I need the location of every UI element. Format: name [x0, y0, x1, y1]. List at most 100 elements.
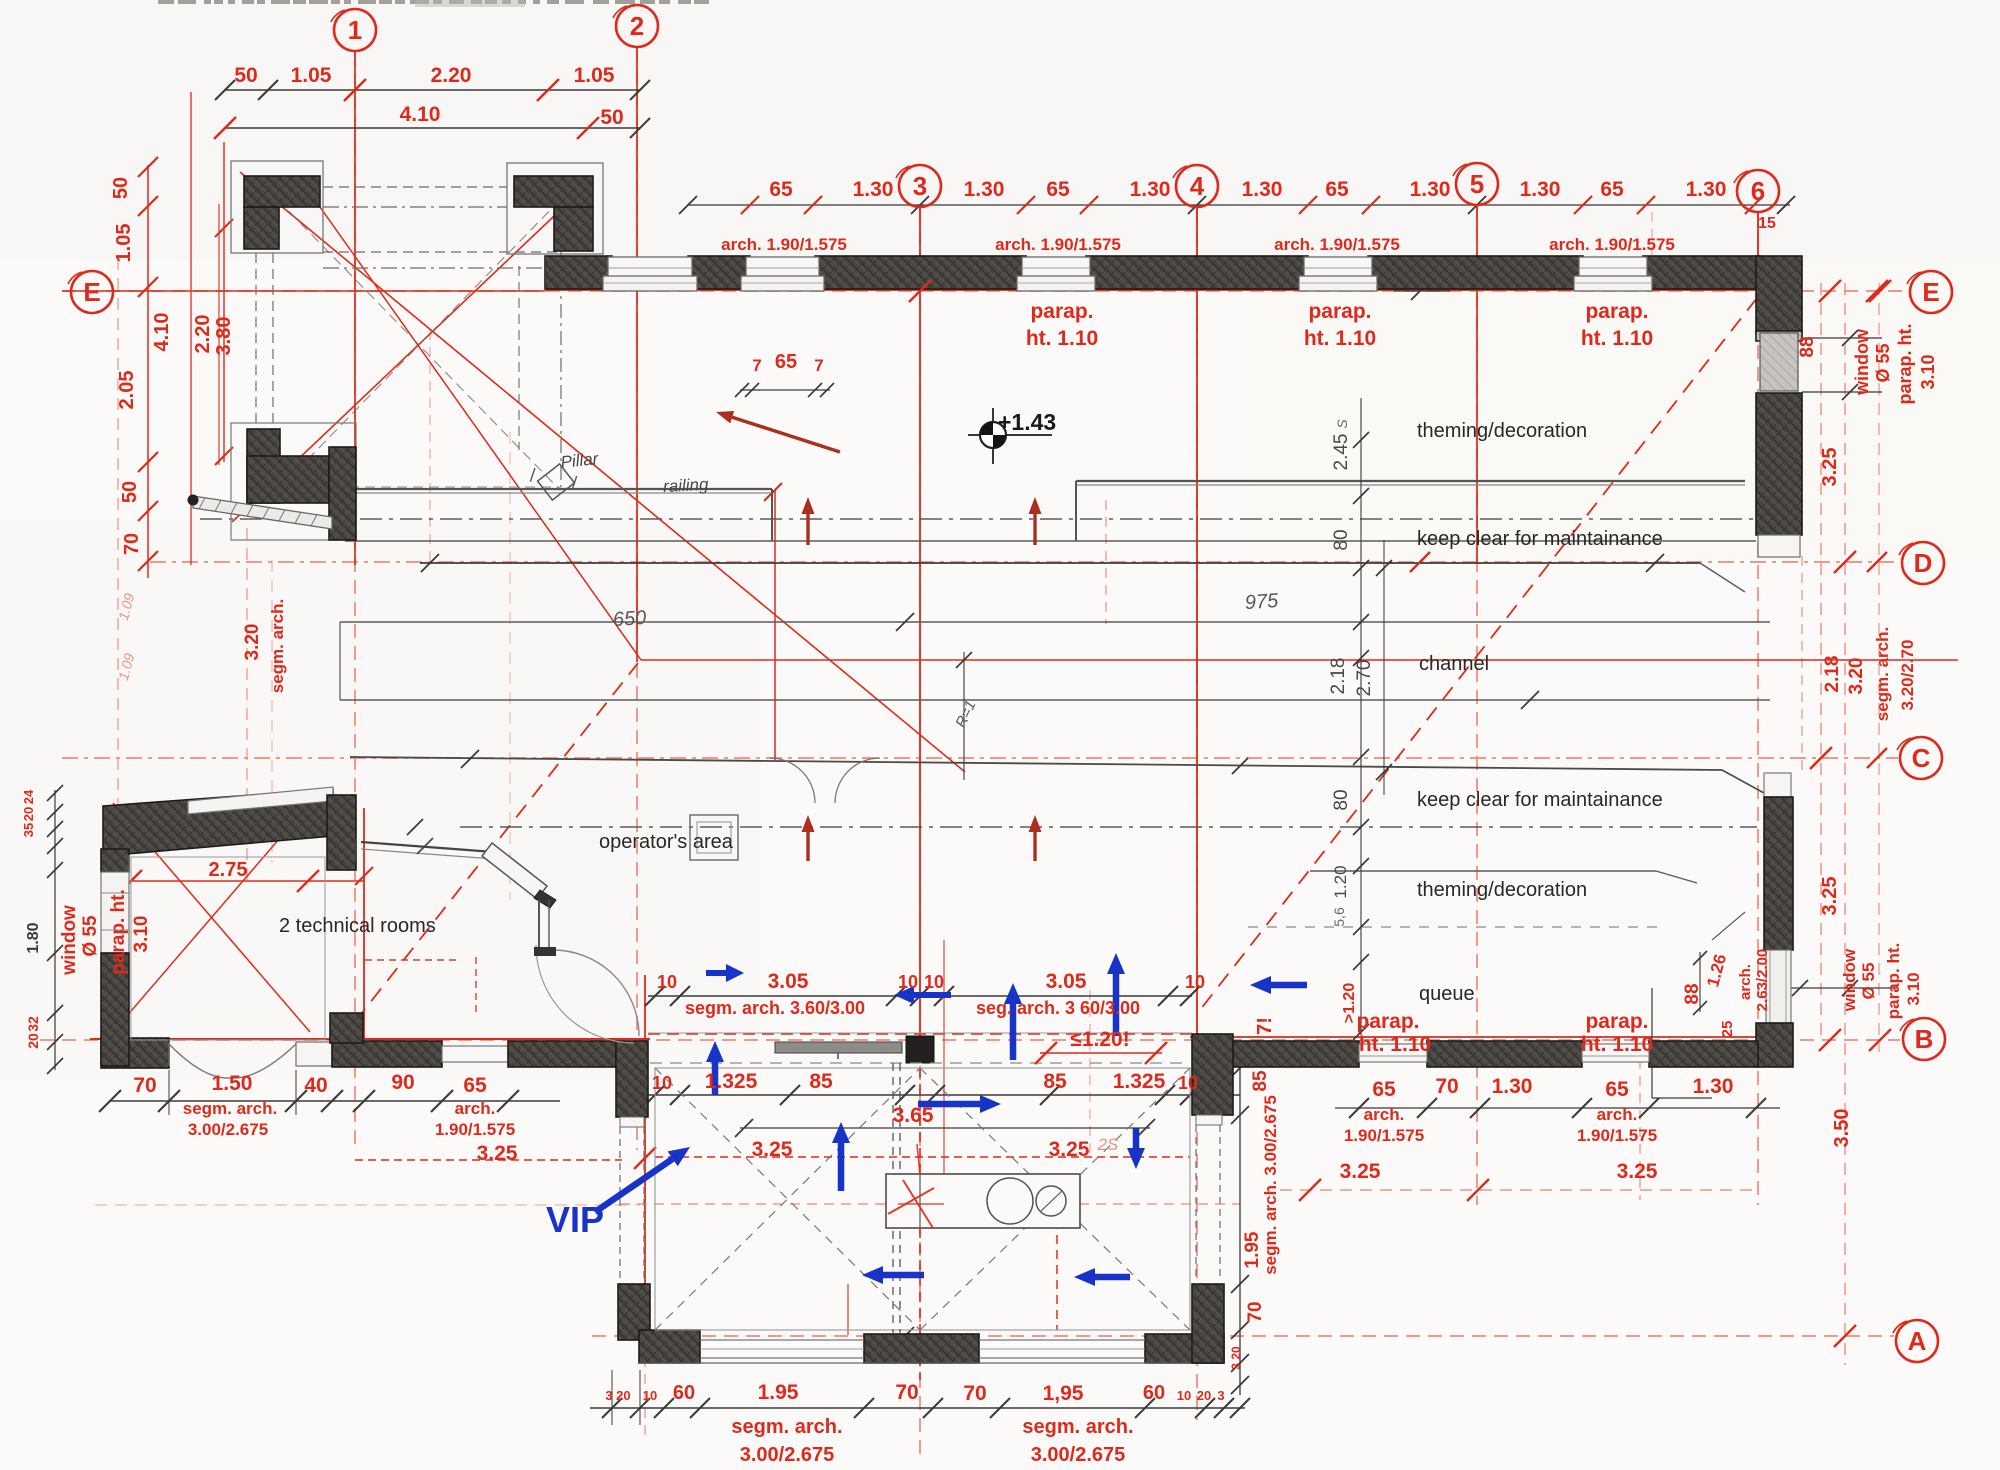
- svg-text:Ø 55: Ø 55: [1859, 963, 1878, 1000]
- svg-text:20: 20: [1197, 1388, 1211, 1403]
- svg-text:parap. ht.: parap. ht.: [108, 889, 129, 975]
- svg-text:2.75: 2.75: [209, 859, 248, 881]
- svg-text:1.90/1.575: 1.90/1.575: [1344, 1126, 1424, 1145]
- svg-text:1.30: 1.30: [964, 178, 1005, 201]
- svg-text:arch.: arch.: [1597, 1105, 1638, 1124]
- svg-text:4: 4: [1190, 171, 1205, 201]
- svg-text:keep clear for maintainance: keep clear for maintainance: [1417, 789, 1663, 811]
- svg-text:3.00/2.675: 3.00/2.675: [1031, 1444, 1126, 1466]
- svg-text:7!: 7!: [1254, 1017, 1276, 1035]
- svg-text:queue: queue: [1419, 983, 1475, 1005]
- svg-text:+1.43: +1.43: [998, 409, 1056, 435]
- svg-text:2.18: 2.18: [1822, 656, 1843, 693]
- svg-text:70: 70: [121, 533, 143, 555]
- svg-text:88: 88: [1797, 336, 1818, 357]
- svg-text:1,95: 1,95: [1043, 1382, 1084, 1405]
- svg-text:Ø 55: Ø 55: [1873, 343, 1893, 382]
- svg-text:2 technical rooms: 2 technical rooms: [279, 915, 436, 937]
- svg-text:7: 7: [814, 356, 823, 375]
- svg-text:segm. arch.: segm. arch.: [1873, 627, 1892, 722]
- svg-text:7: 7: [752, 356, 761, 375]
- svg-text:85: 85: [1043, 1070, 1067, 1093]
- svg-text:1: 1: [348, 15, 362, 45]
- svg-text:70: 70: [1435, 1075, 1458, 1098]
- svg-text:operator's area: operator's area: [599, 831, 734, 853]
- svg-text:segm. arch.: segm. arch.: [1022, 1416, 1133, 1438]
- svg-text:20: 20: [25, 1033, 41, 1049]
- svg-text:Ø 55: Ø 55: [80, 915, 101, 957]
- svg-text:≤1.20!: ≤1.20!: [1070, 1028, 1129, 1051]
- svg-text:parap. ht.: parap. ht.: [1884, 943, 1903, 1020]
- svg-text:arch.: arch.: [1737, 964, 1754, 1000]
- svg-text:10: 10: [657, 972, 677, 992]
- svg-text:1.30: 1.30: [1693, 1075, 1734, 1098]
- svg-text:3: 3: [1217, 1388, 1224, 1403]
- svg-text:channel: channel: [1419, 653, 1489, 675]
- svg-text:1.05: 1.05: [574, 64, 615, 87]
- svg-text:segm. arch.: segm. arch.: [183, 1099, 278, 1118]
- svg-text:E: E: [83, 277, 100, 307]
- svg-text:10: 10: [652, 1073, 672, 1093]
- svg-text:1.05: 1.05: [291, 64, 332, 87]
- svg-text:65: 65: [775, 351, 797, 373]
- svg-text:650: 650: [612, 607, 647, 631]
- svg-text:50: 50: [119, 481, 141, 503]
- svg-text:975: 975: [1244, 590, 1280, 614]
- svg-text:2.63/2.00: 2.63/2.00: [1754, 949, 1771, 1012]
- svg-text:1.95: 1.95: [1242, 1231, 1263, 1268]
- svg-text:90: 90: [391, 1071, 414, 1094]
- svg-text:B: B: [1915, 1024, 1934, 1054]
- svg-text:80: 80: [1331, 789, 1352, 810]
- svg-text:3.20/2.70: 3.20/2.70: [1898, 640, 1917, 711]
- svg-text:3.25: 3.25: [477, 1142, 518, 1165]
- svg-text:10: 10: [1185, 972, 1205, 992]
- svg-text:3.05: 3.05: [1046, 970, 1087, 993]
- svg-text:3 20: 3 20: [605, 1388, 630, 1403]
- svg-text:70: 70: [133, 1074, 156, 1097]
- svg-text:80: 80: [1331, 529, 1352, 550]
- svg-text:1.09: 1.09: [115, 591, 138, 622]
- svg-text:1.90/1.575: 1.90/1.575: [435, 1120, 515, 1139]
- svg-text:1.30: 1.30: [1686, 178, 1727, 201]
- svg-text:VIP: VIP: [546, 1199, 604, 1240]
- svg-text:10: 10: [924, 972, 944, 992]
- svg-text:2.45: 2.45: [1331, 434, 1352, 471]
- svg-text:88: 88: [1682, 983, 1703, 1004]
- svg-text:65: 65: [1372, 1078, 1396, 1101]
- svg-text:parap.: parap.: [1585, 300, 1648, 323]
- svg-text:3.10: 3.10: [1918, 354, 1938, 389]
- svg-text:window: window: [1840, 948, 1859, 1012]
- svg-text:3.25: 3.25: [1819, 877, 1841, 916]
- svg-text:3.25: 3.25: [1819, 448, 1841, 487]
- svg-text:segm. arch.: segm. arch.: [731, 1416, 842, 1438]
- svg-text:5,6: 5,6: [1331, 907, 1347, 927]
- svg-text:20: 20: [21, 807, 36, 821]
- svg-text:3.65: 3.65: [893, 1104, 934, 1127]
- svg-text:theming/decoration: theming/decoration: [1417, 420, 1587, 442]
- svg-text:25: 25: [1719, 1021, 1736, 1038]
- svg-text:2.20: 2.20: [192, 315, 214, 354]
- svg-text:segm. arch.: segm. arch.: [268, 599, 287, 694]
- svg-text:1.30: 1.30: [1492, 1075, 1533, 1098]
- svg-text:10: 10: [643, 1388, 657, 1403]
- svg-text:24: 24: [21, 789, 36, 804]
- svg-text:1.20: 1.20: [1331, 865, 1350, 898]
- svg-text:ht. 1.10: ht. 1.10: [1581, 327, 1653, 350]
- svg-text:keep clear for maintainance: keep clear for maintainance: [1417, 528, 1663, 550]
- svg-text:65: 65: [769, 178, 793, 201]
- svg-text:D: D: [1914, 548, 1933, 578]
- svg-text:3.00/2.675: 3.00/2.675: [188, 1120, 268, 1139]
- svg-text:40: 40: [304, 1074, 327, 1097]
- svg-text:window: window: [59, 905, 80, 976]
- svg-text:10: 10: [898, 972, 918, 992]
- svg-text:2.70: 2.70: [1354, 660, 1375, 697]
- svg-text:65: 65: [1605, 1078, 1629, 1101]
- svg-text:70: 70: [1245, 1301, 1266, 1322]
- svg-text:1.30: 1.30: [853, 178, 894, 201]
- svg-text:3 20: 3 20: [1229, 1346, 1243, 1370]
- svg-text:3.80: 3.80: [213, 317, 235, 356]
- svg-text:4.10: 4.10: [151, 313, 173, 352]
- svg-text:3.10: 3.10: [1904, 972, 1923, 1005]
- svg-text:parap.: parap.: [1585, 1010, 1648, 1033]
- svg-text:3.10: 3.10: [131, 916, 152, 953]
